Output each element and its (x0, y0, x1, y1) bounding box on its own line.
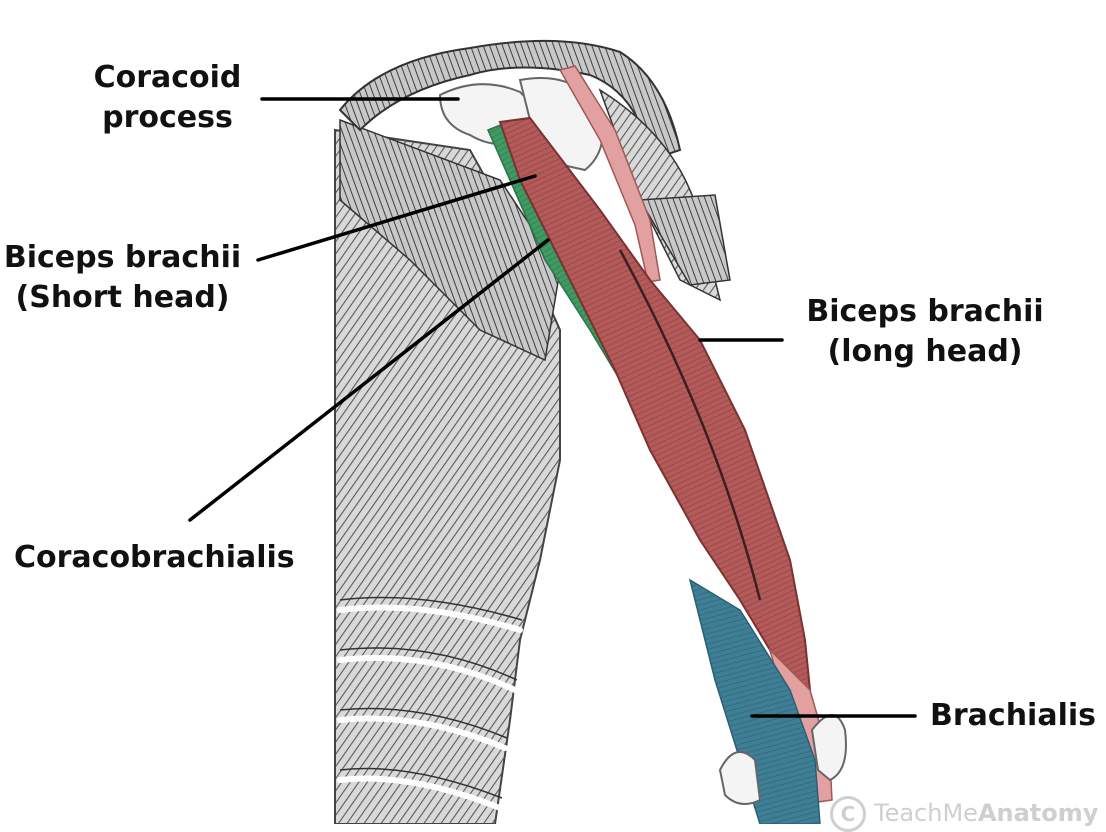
label-coracoid-process: Coracoid process (80, 58, 255, 138)
label-coracoid-line1: Coracoid (80, 58, 255, 98)
label-biceps-short-head: Biceps brachii (Short head) (0, 238, 245, 318)
watermark: C TeachMeAnatomy (830, 796, 1098, 832)
label-biceps-long-line1: Biceps brachii (800, 292, 1050, 332)
watermark-part1: TeachMe (874, 799, 978, 827)
label-brachialis: Brachialis (930, 696, 1096, 736)
label-biceps-short-line2: (Short head) (0, 278, 245, 318)
medial-epicondyle (720, 752, 760, 804)
label-coracobrachialis: Coracobrachialis (14, 538, 295, 578)
label-biceps-long-line2: (long head) (800, 332, 1050, 372)
label-biceps-long-head: Biceps brachii (long head) (800, 292, 1050, 372)
watermark-part2: Anatomy (978, 799, 1098, 827)
copyright-icon: C (830, 796, 866, 832)
label-coracoid-line2: process (80, 98, 255, 138)
label-biceps-short-line1: Biceps brachii (0, 238, 245, 278)
lateral-epicondyle (812, 715, 846, 780)
